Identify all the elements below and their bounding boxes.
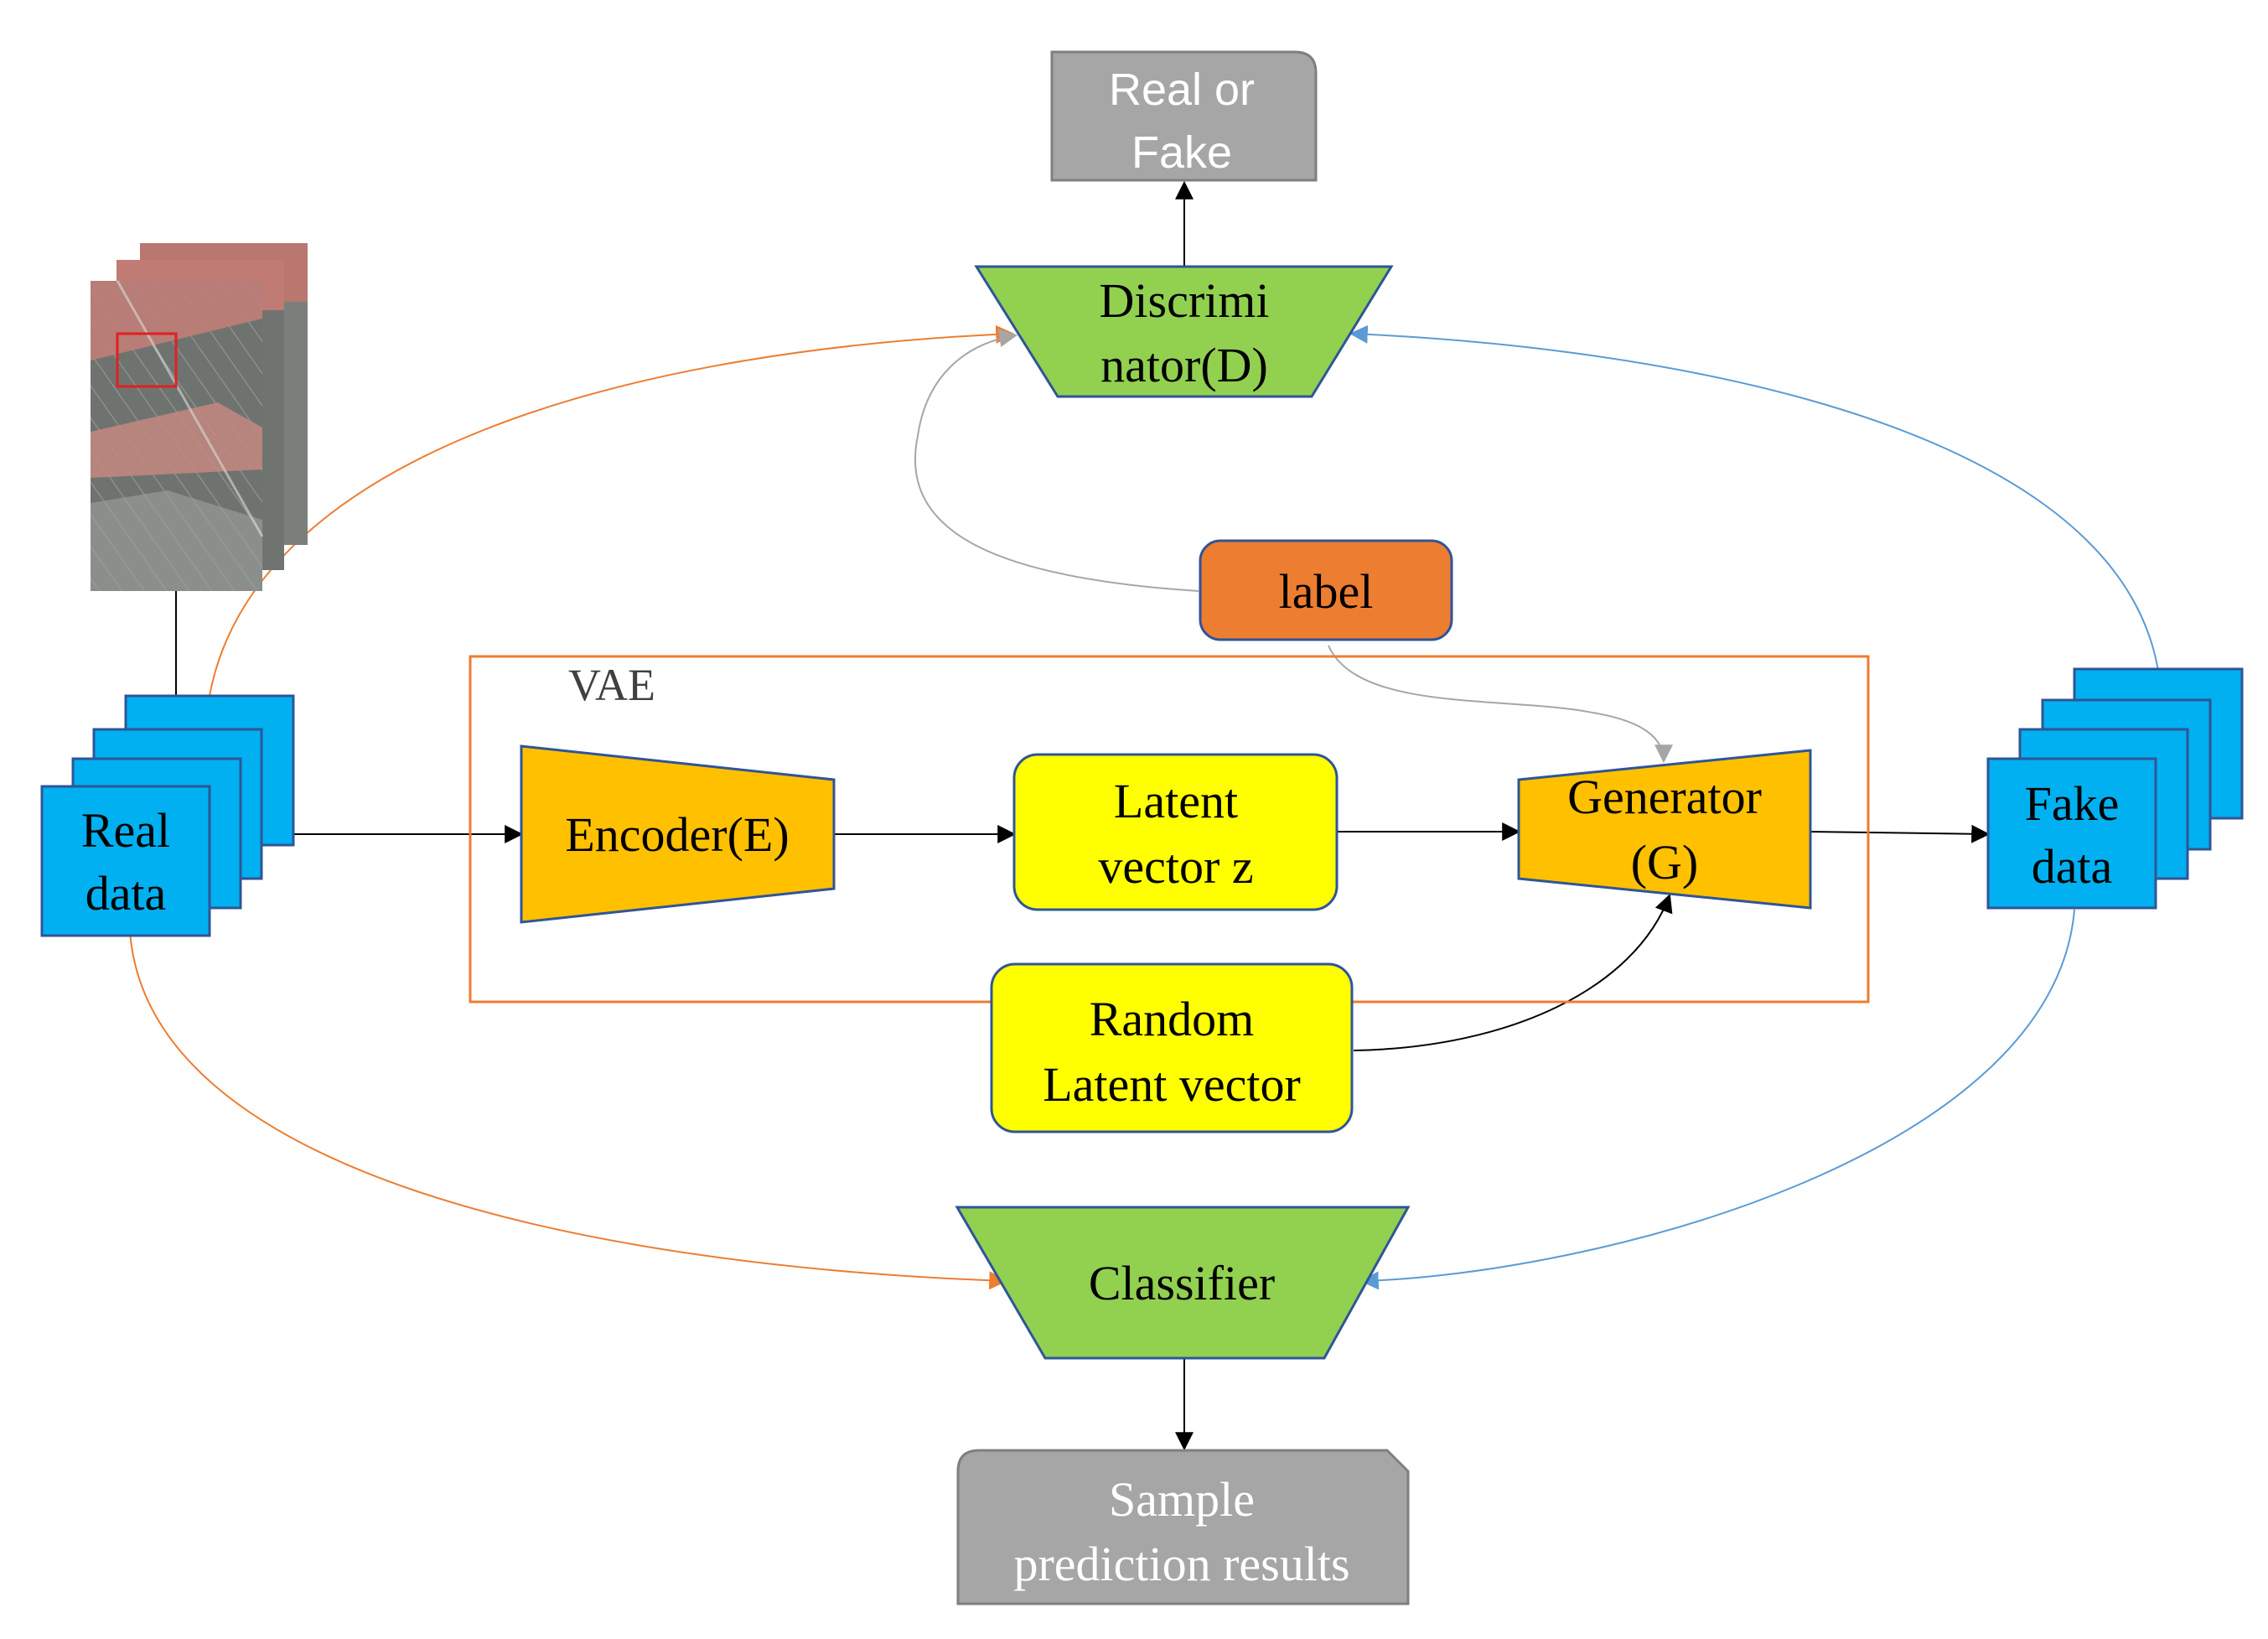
fake-data-node: Fake data [1986, 667, 2244, 910]
encoder-node: Encoder(E) [520, 744, 836, 924]
classifier-node: Classifier [955, 1206, 1411, 1360]
real-data-node: Real data [40, 694, 295, 937]
latent-z-line2: vector z [1098, 839, 1253, 894]
discriminator-line2: nator(D) [1100, 338, 1268, 392]
arrow-real-to-classifier [129, 930, 1008, 1290]
arrow-generator-to-fake [1808, 824, 1991, 843]
real-or-fake-line2: Fake [1131, 127, 1232, 178]
real-or-fake-line1: Real or [1109, 65, 1255, 115]
real-data-line2: data [85, 866, 167, 921]
discriminator-node: Discrimi nator(D) [974, 265, 1394, 398]
arrow-random-to-generator [1353, 893, 1673, 1051]
arrow-fake-to-classifier [1359, 909, 2075, 1290]
latent-z-line1: Latent [1114, 774, 1238, 828]
sample-prediction-results-node: Sample prediction results [956, 1449, 1410, 1605]
discriminator-line1: Discrimi [1100, 273, 1270, 328]
sample-results-line1: Sample [1109, 1472, 1255, 1527]
hyperspectral-image-stack-icon [91, 243, 308, 591]
label-text: label [1279, 564, 1374, 619]
random-latent-vector-node: Random Latent vector [990, 962, 1354, 1133]
generator-line1: Generator [1567, 770, 1762, 824]
sample-results-line2: prediction results [1013, 1537, 1349, 1591]
random-latent-line1: Random [1090, 992, 1255, 1046]
classifier-text: Classifier [1089, 1256, 1275, 1310]
encoder-text: Encoder(E) [565, 807, 789, 862]
vae-label: VAE [568, 660, 655, 710]
real-or-fake-output: Real or Fake [1050, 50, 1318, 182]
latent-vector-z-node: Latent vector z [1012, 753, 1339, 911]
arrow-real-to-discriminator [209, 324, 1015, 697]
arrow-label-to-generator [1328, 645, 1673, 764]
fake-data-line2: data [2032, 839, 2113, 894]
arrow-label-to-discriminator [914, 329, 1199, 592]
generator-line2: (G) [1631, 835, 1699, 890]
fake-data-line1: Fake [2025, 776, 2120, 831]
random-latent-line2: Latent vector [1043, 1057, 1301, 1112]
real-data-line1: Real [81, 803, 170, 858]
generator-node: Generator (G) [1517, 749, 1812, 910]
arrow-fake-to-discriminator [1349, 324, 2159, 672]
label-node: label [1199, 539, 1453, 641]
